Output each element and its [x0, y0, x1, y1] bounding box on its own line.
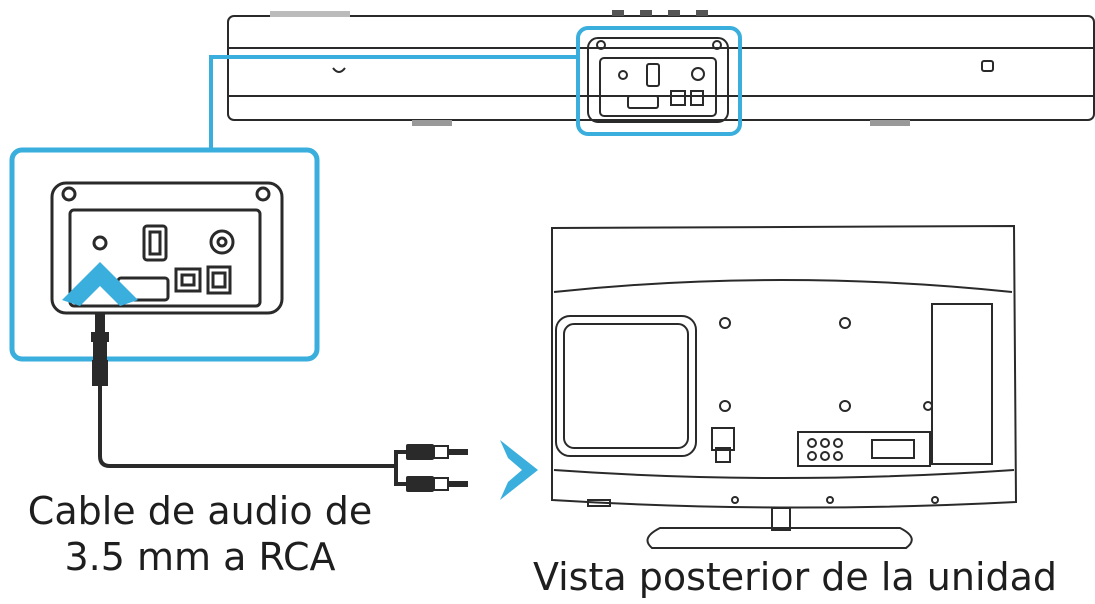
cable-caption-line2: 3.5 mm a RCA: [64, 535, 336, 579]
zoomed-port-panel: [50, 181, 284, 315]
cable-caption: Cable de audio de 3.5 mm a RCA: [10, 488, 390, 580]
soundbar: [227, 10, 1095, 126]
highlight-zoom: [9, 147, 320, 362]
chevron-right-icon: [500, 440, 538, 500]
cable-caption-line1: Cable de audio de: [27, 489, 373, 533]
chevron-up-icon: [62, 262, 138, 306]
soundbar-port-panel: [587, 37, 729, 123]
audio-cable: [91, 312, 468, 492]
rear-view-caption: Vista posterior de la unidad: [532, 555, 1058, 599]
zoom-connector-line: [209, 55, 578, 152]
tv-rear: [551, 224, 1018, 549]
highlight-small: [576, 26, 742, 136]
